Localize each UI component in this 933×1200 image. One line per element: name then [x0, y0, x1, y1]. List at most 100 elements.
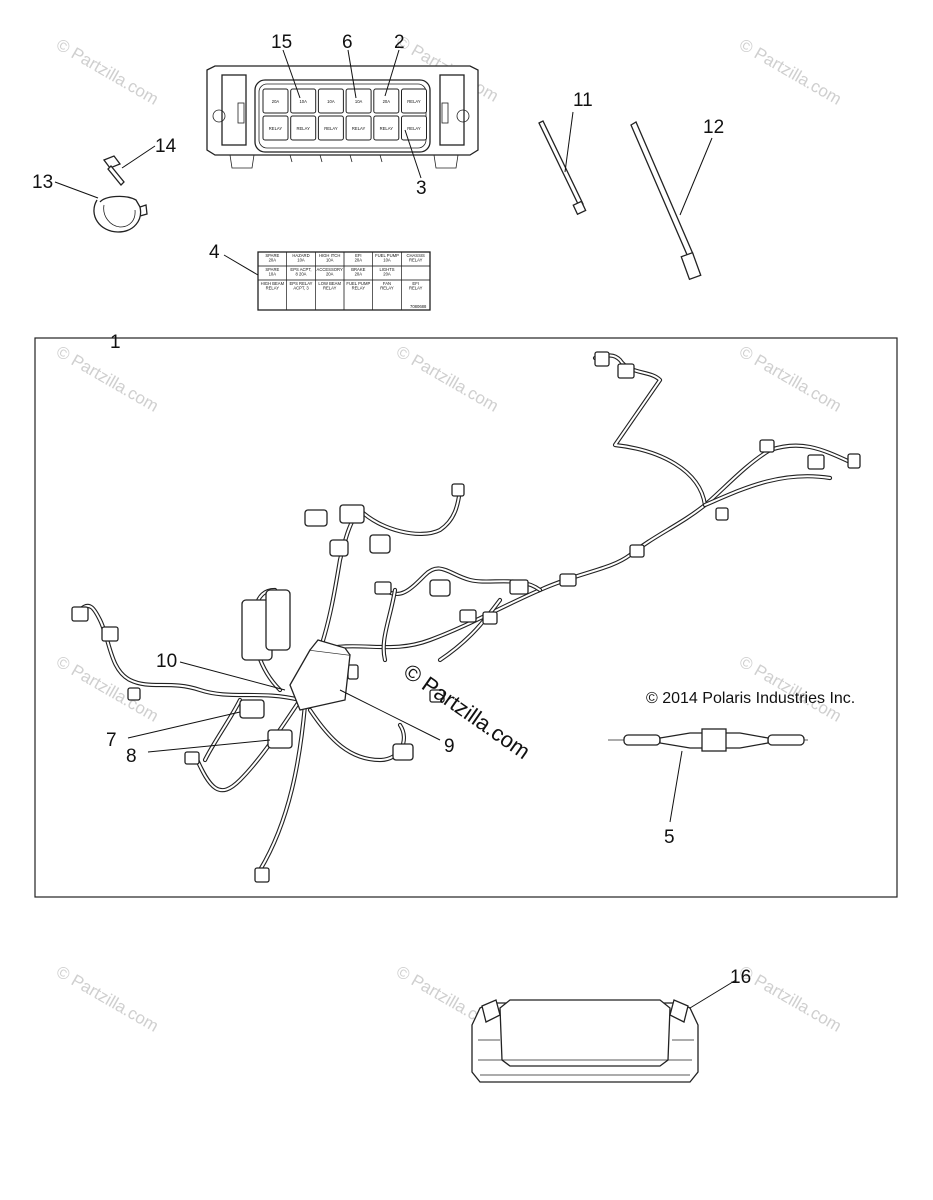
- callout-1: 1: [110, 332, 121, 353]
- label-cell-text: RELAY: [352, 286, 366, 291]
- label-cell-text: RELAY: [409, 258, 423, 263]
- label-cell-text: 10A: [326, 258, 334, 263]
- watermark: © Partzilla.com: [736, 652, 845, 726]
- fuse-slot: [317, 115, 344, 141]
- fuse-slot-label: 10A: [299, 99, 307, 104]
- label-cell-text: 10A: [269, 272, 277, 277]
- label-cell-text: HIGH BEAM: [261, 281, 285, 286]
- label-cell-text: ACPT, 3: [293, 286, 309, 291]
- watermark: © Partzilla.com: [53, 342, 162, 416]
- callout-2: 2: [394, 32, 405, 53]
- label-cell: [401, 279, 431, 311]
- label-cell-text: HIGH ITCH: [319, 253, 340, 258]
- label-cell-text: BRAKE: [351, 267, 365, 272]
- watermark: © Partzilla.com: [736, 962, 845, 1036]
- fuse-slot-label: RELAY: [380, 126, 394, 131]
- fuse-slot-label: 10A: [327, 99, 335, 104]
- callout-4: 4: [209, 242, 220, 263]
- fuse-slot: [373, 115, 400, 141]
- fuse-slot-label: 10A: [355, 99, 363, 104]
- callout-8: 8: [126, 746, 137, 767]
- watermark: © Partzilla.com: [393, 342, 502, 416]
- label-cell-text: FAN: [383, 281, 391, 286]
- fuse-slot-label: RELAY: [407, 126, 421, 131]
- label-code: 7080688: [410, 304, 427, 309]
- label-cell-text: EFI: [412, 281, 419, 286]
- label-cell-text: 10A: [297, 258, 305, 263]
- watermarks: © Partzilla.com © Partzilla.com © Partzi…: [53, 32, 845, 1036]
- label-cell-text: 20A: [355, 272, 363, 277]
- callout-16: 16: [730, 967, 751, 988]
- hose-clamp: [93, 195, 148, 233]
- label-cell-text: EFI: [355, 253, 362, 258]
- label-cell-text: 20A: [355, 258, 363, 263]
- fuse-slot-label: 20A: [272, 99, 280, 104]
- watermark: © Partzilla.com: [53, 652, 162, 726]
- label-cell-text: 8 20A: [296, 272, 307, 277]
- leader-lines: [54, 49, 737, 1009]
- fuse-slot-label: 20A: [383, 99, 391, 104]
- label-cell-text: HAZARD: [292, 253, 309, 258]
- label-cell-text: EPS RELAY: [290, 281, 313, 286]
- label-cell-text: RELAY: [409, 286, 423, 291]
- label-cell-text: RELAY: [380, 286, 394, 291]
- harness-assembly-frame: [34, 337, 898, 898]
- fuse-slot: [401, 88, 427, 114]
- label-cell-text: CHASSIS: [406, 253, 425, 258]
- callout-3: 3: [416, 178, 427, 199]
- cable-tie-large: [630, 121, 702, 281]
- fuse-slot-label: RELAY: [324, 126, 338, 131]
- fuse-slot-label: RELAY: [269, 126, 283, 131]
- fuse-slot: [317, 88, 344, 114]
- label-cell-text: 20A: [383, 272, 391, 277]
- callout-10: 10: [156, 651, 177, 672]
- callout-15: 15: [271, 32, 292, 53]
- fuse-slot: [373, 88, 400, 114]
- label-cell-text: SPARE: [265, 253, 279, 258]
- harness-connectors: [71, 351, 861, 883]
- callout-13: 13: [32, 172, 53, 193]
- center-watermark: © Partzilla.com: [399, 659, 535, 765]
- fuse-slot: [401, 115, 427, 141]
- fuse-slot-label: RELAY: [296, 126, 310, 131]
- fuse-slot-label: RELAY: [407, 99, 421, 104]
- label-cell-text: ACCESSORY: [317, 267, 343, 272]
- fuse-box-cover: [471, 999, 699, 1083]
- label-cell-text: 20A: [269, 258, 277, 263]
- label-cell-text: 10A: [383, 258, 391, 263]
- callout-12: 12: [703, 117, 724, 138]
- label-cell-text: RELAY: [323, 286, 337, 291]
- fuse-slot: [345, 88, 372, 114]
- label-cell-text: 20A: [326, 272, 334, 277]
- fuse-slot: [262, 115, 289, 141]
- fuse-slot: [290, 115, 317, 141]
- fuse-slot: [345, 115, 372, 141]
- callout-7: 7: [106, 730, 117, 751]
- label-cell-text: SPARE: [265, 267, 279, 272]
- callout-11: 11: [573, 90, 593, 111]
- label-cell-text: RELAY: [266, 286, 280, 291]
- label-cell-text: FUEL PUMP: [346, 281, 370, 286]
- fuse-box: 20A 10A 10A 10A 20A RELAY RELAY RELAY RELAY RELAY…: [206, 65, 479, 169]
- label-cell-text: EPS ACPT,: [290, 267, 311, 272]
- fuse-slot: [262, 88, 289, 114]
- fuse-slot: [290, 88, 317, 114]
- watermark: © Partzilla.com: [53, 35, 162, 109]
- bolt: [102, 155, 125, 186]
- callout-14: 14: [155, 136, 177, 157]
- callouts: 1 2 3 4 5 6 7 8 9 10 11 12 13 14 15 16: [32, 32, 751, 988]
- label-cell-text: LOW BEAM: [318, 281, 341, 286]
- callout-5: 5: [664, 827, 675, 848]
- callout-9: 9: [444, 736, 455, 757]
- cable-tie-small: [538, 120, 587, 216]
- label-cell-text: LIGHTS: [379, 267, 394, 272]
- callout-6: 6: [342, 32, 353, 53]
- label-cell-text: FUEL PUMP: [375, 253, 399, 258]
- watermark: © Partzilla.com: [736, 342, 845, 416]
- fuse-slot-label: RELAY: [352, 126, 366, 131]
- copyright-text: © 2014 Polaris Industries Inc.: [646, 690, 855, 707]
- watermark: © Partzilla.com: [53, 962, 162, 1036]
